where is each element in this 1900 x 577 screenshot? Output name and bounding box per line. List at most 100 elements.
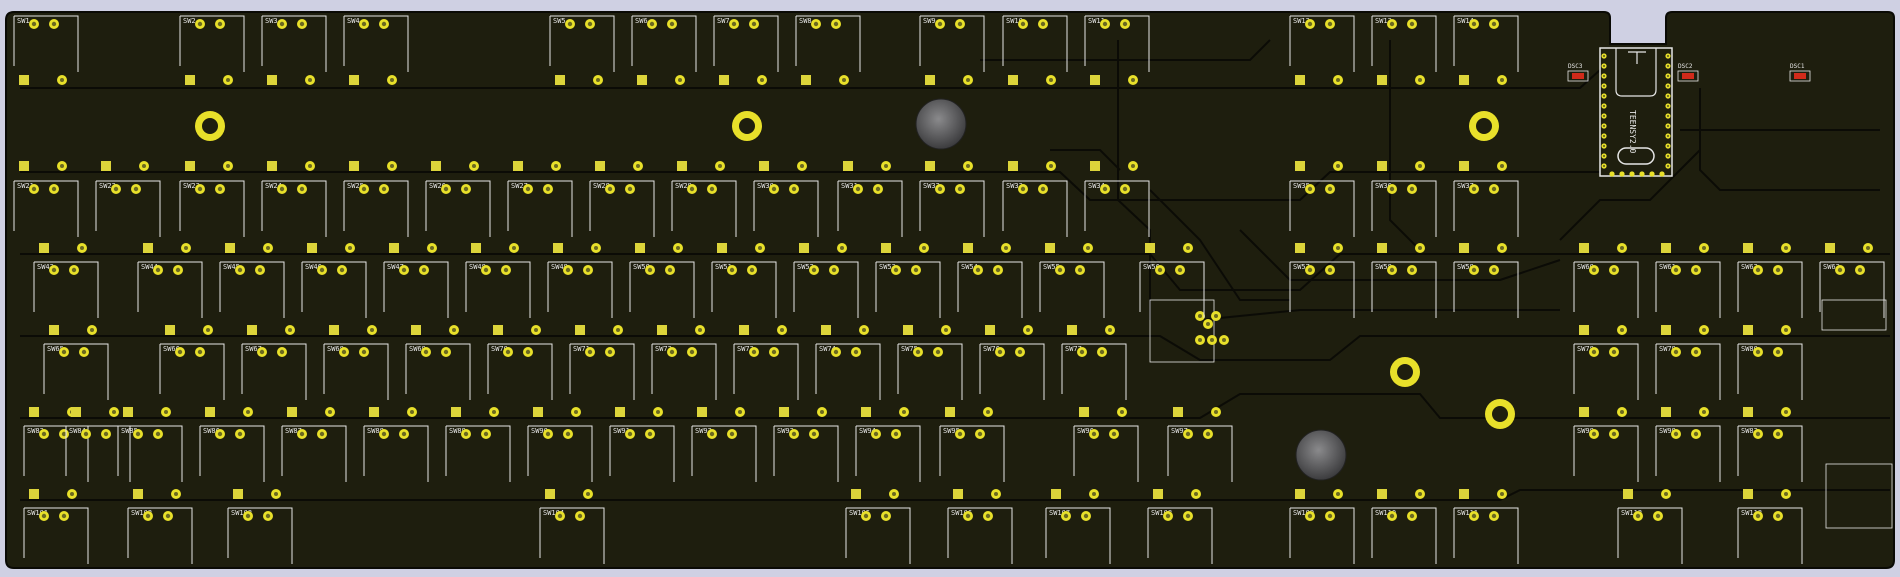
copper-traces: [20, 39, 1890, 501]
key-switch: SW52: [793, 243, 859, 318]
switch-label: SW112: [1621, 509, 1642, 517]
key-switch: SW11: [1084, 15, 1150, 85]
diode-pad: [1661, 243, 1671, 253]
switch-label: SW72: [655, 345, 672, 353]
switch-label: SW77: [1065, 345, 1082, 353]
key-switch: SW58: [1371, 243, 1437, 318]
key-switch: SW12: [1289, 15, 1355, 85]
diode-pad: [1579, 243, 1589, 253]
switch-label: SW36: [1375, 182, 1392, 190]
diode-pad: [1153, 489, 1163, 499]
switch-label: SW113: [1741, 509, 1762, 517]
diode-pad: [1661, 325, 1671, 335]
key-switch: SW102: [127, 489, 193, 564]
switch-label: SW86: [203, 427, 220, 435]
usb-connector-outline: [1615, 48, 1657, 97]
key-switch: SW7: [713, 15, 779, 85]
led-label: DSC2: [1678, 63, 1693, 70]
diode-pad: [1623, 489, 1633, 499]
npth-hole: [915, 98, 967, 150]
diode-pad: [29, 489, 39, 499]
switch-label: SW76: [983, 345, 1000, 353]
encoder-footprint: [1149, 299, 1229, 363]
key-switch: SW4: [343, 15, 409, 85]
switch-label: SW37: [1457, 182, 1474, 190]
diode-pad: [615, 407, 625, 417]
switch-label: SW25: [347, 182, 364, 190]
key-switch: SW87: [281, 407, 347, 482]
switch-label: SW101: [27, 509, 48, 517]
switch-label: SW45: [223, 263, 240, 271]
switch-label: SW11: [1088, 17, 1105, 25]
diode-pad: [133, 489, 143, 499]
diode-pad: [881, 243, 891, 253]
key-switch: SW43: [33, 243, 99, 318]
key-switch: SW91: [609, 407, 675, 482]
status-leds: DSC3 DSC2 DSC1: [1567, 63, 1811, 82]
key-switch: SW48: [465, 243, 531, 318]
diode-pad: [1295, 75, 1305, 85]
diode-pad: [1295, 489, 1305, 499]
switch-label: SW27: [511, 182, 528, 190]
switch-label: SW69: [409, 345, 426, 353]
key-switch: SW13: [1371, 15, 1437, 85]
diode-pad: [1825, 243, 1835, 253]
key-switch: SW57: [1289, 243, 1355, 318]
diode-pad: [851, 489, 861, 499]
diode-pad: [493, 325, 503, 335]
diode-pad: [329, 325, 339, 335]
key-switch: SW106: [947, 489, 1013, 564]
switch-label: SW97: [1171, 427, 1188, 435]
switch-label: SW78: [1577, 345, 1594, 353]
diode-pad: [657, 325, 667, 335]
diode-pad: [205, 407, 215, 417]
key-switch: SW99: [1655, 407, 1721, 482]
diode-pad: [165, 325, 175, 335]
diode-pad: [1579, 407, 1589, 417]
key-switch: SW47: [383, 243, 449, 318]
key-switch: SW108: [1147, 489, 1213, 564]
key-switch: SW83: [1737, 407, 1803, 482]
led-label: DSC3: [1568, 63, 1583, 70]
diode-pad: [861, 407, 871, 417]
key-switch: SW103: [227, 489, 293, 564]
switch-label: SW46: [305, 263, 322, 271]
diode-pad: [411, 325, 421, 335]
diode-pad: [71, 407, 81, 417]
key-switch: SW112: [1617, 489, 1683, 564]
diode-pad: [513, 161, 523, 171]
diode-pad: [1377, 243, 1387, 253]
key-switch: SW75: [897, 325, 963, 400]
switch-label: SW91: [613, 427, 630, 435]
diode-pad: [843, 161, 853, 171]
switch-label: SW95: [943, 427, 960, 435]
key-switch: SW76: [979, 325, 1045, 400]
diode-pad: [1743, 489, 1753, 499]
switch-label: SW50: [633, 263, 650, 271]
diode-pad: [759, 161, 769, 171]
switch-label: SW24: [265, 182, 282, 190]
diode-pad: [1067, 325, 1077, 335]
switch-label: SW23: [183, 182, 200, 190]
switch-label: SW66: [163, 345, 180, 353]
switch-label: SW79: [1659, 345, 1676, 353]
diode-pad: [533, 407, 543, 417]
diode-pad: [451, 407, 461, 417]
diode-pad: [225, 243, 235, 253]
key-switch: SW73: [733, 325, 799, 400]
key-switch: SW45: [219, 243, 285, 318]
diode-pad: [1579, 325, 1589, 335]
diode-pad: [1145, 243, 1155, 253]
diode-pad: [635, 243, 645, 253]
status-led: DSC1: [1789, 63, 1811, 82]
key-switch: SW49: [547, 243, 613, 318]
key-switch: SW113: [1737, 489, 1803, 564]
switch-label: SW56: [1143, 263, 1160, 271]
switch-label: SW83: [27, 427, 44, 435]
switch-label: SW61: [1659, 263, 1676, 271]
switch-label: SW89: [449, 427, 466, 435]
key-switch: SW8: [795, 15, 861, 85]
switch-label: SW74: [819, 345, 836, 353]
key-switch: SW104: [539, 489, 605, 564]
diode-pad: [267, 75, 277, 85]
